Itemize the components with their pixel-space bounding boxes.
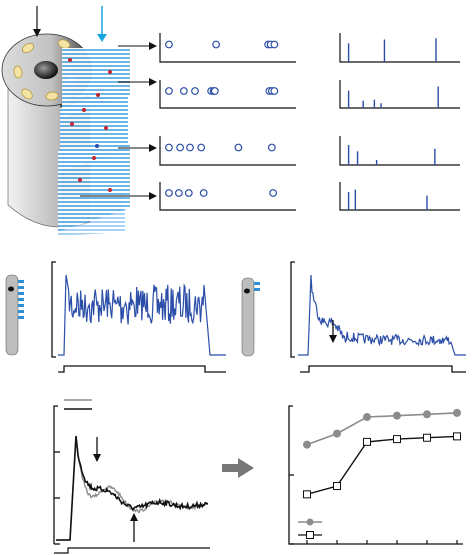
spike-axes <box>339 136 460 166</box>
stimulus-bar-bottom <box>54 547 210 554</box>
raster-axes <box>159 33 296 63</box>
overlay-panel <box>53 399 210 554</box>
stimulus-bar-left <box>58 365 226 373</box>
event-circle <box>199 189 208 197</box>
cyan-arrow-head <box>97 34 107 42</box>
marker-filled <box>423 410 431 419</box>
photoreceptor-icon-left <box>5 274 24 356</box>
blue-spot <box>95 144 99 148</box>
spike-axes <box>339 182 460 211</box>
sustained-panel <box>51 261 226 373</box>
black-trace <box>56 435 209 541</box>
summary-series-gray <box>306 412 458 446</box>
event-circle <box>165 143 173 152</box>
marker-filled <box>333 429 341 438</box>
gray-trace <box>56 435 209 541</box>
spike-train-panels <box>339 33 460 211</box>
nucleus <box>34 61 58 79</box>
spike-axes <box>339 80 460 109</box>
marker-open <box>393 435 401 444</box>
event-circle <box>165 40 173 49</box>
event-circle <box>210 87 219 95</box>
raster-axes <box>159 136 296 166</box>
event-circle <box>234 143 243 152</box>
marker-open <box>333 482 341 491</box>
event-raster-panels <box>159 33 296 211</box>
transient-panel <box>290 261 466 373</box>
transition-arrow <box>222 458 254 478</box>
marker-filled <box>453 408 461 417</box>
summary-legend <box>298 518 322 539</box>
event-circle <box>186 143 194 152</box>
marker-open <box>303 490 311 499</box>
event-circle <box>212 40 220 49</box>
photoreceptor-icon-right <box>241 277 260 357</box>
raster-axes <box>159 80 296 109</box>
panel-pointers <box>80 42 157 200</box>
event-circle <box>176 143 185 152</box>
event-circle <box>267 143 276 152</box>
event-circle <box>179 87 188 95</box>
raster-axes <box>159 182 296 211</box>
event-circle <box>165 87 173 95</box>
summary-panel <box>288 405 463 545</box>
marker-open <box>423 433 431 442</box>
event-circle <box>165 189 173 197</box>
event-circle <box>197 143 206 152</box>
stimulus-bar-right <box>300 365 466 373</box>
photoreceptor-illustration <box>1 6 130 236</box>
summary-x-ticks <box>306 540 458 544</box>
event-circle <box>270 87 279 95</box>
event-circle <box>174 189 183 197</box>
summary-markers <box>303 408 461 499</box>
event-circle <box>184 189 193 197</box>
event-circle <box>191 87 199 95</box>
transient-trace <box>298 274 466 356</box>
spike-axes <box>339 33 460 63</box>
marker-filled <box>363 413 371 422</box>
event-circle <box>269 189 278 197</box>
red-spots <box>68 58 112 192</box>
marker-open <box>453 432 461 441</box>
marker-filled <box>393 411 401 420</box>
marker-open <box>363 437 371 446</box>
event-circle <box>270 40 279 49</box>
marker-filled <box>303 440 311 449</box>
lamella-lower <box>58 190 125 236</box>
summary-series-black <box>306 435 458 495</box>
sustained-trace <box>58 274 226 356</box>
